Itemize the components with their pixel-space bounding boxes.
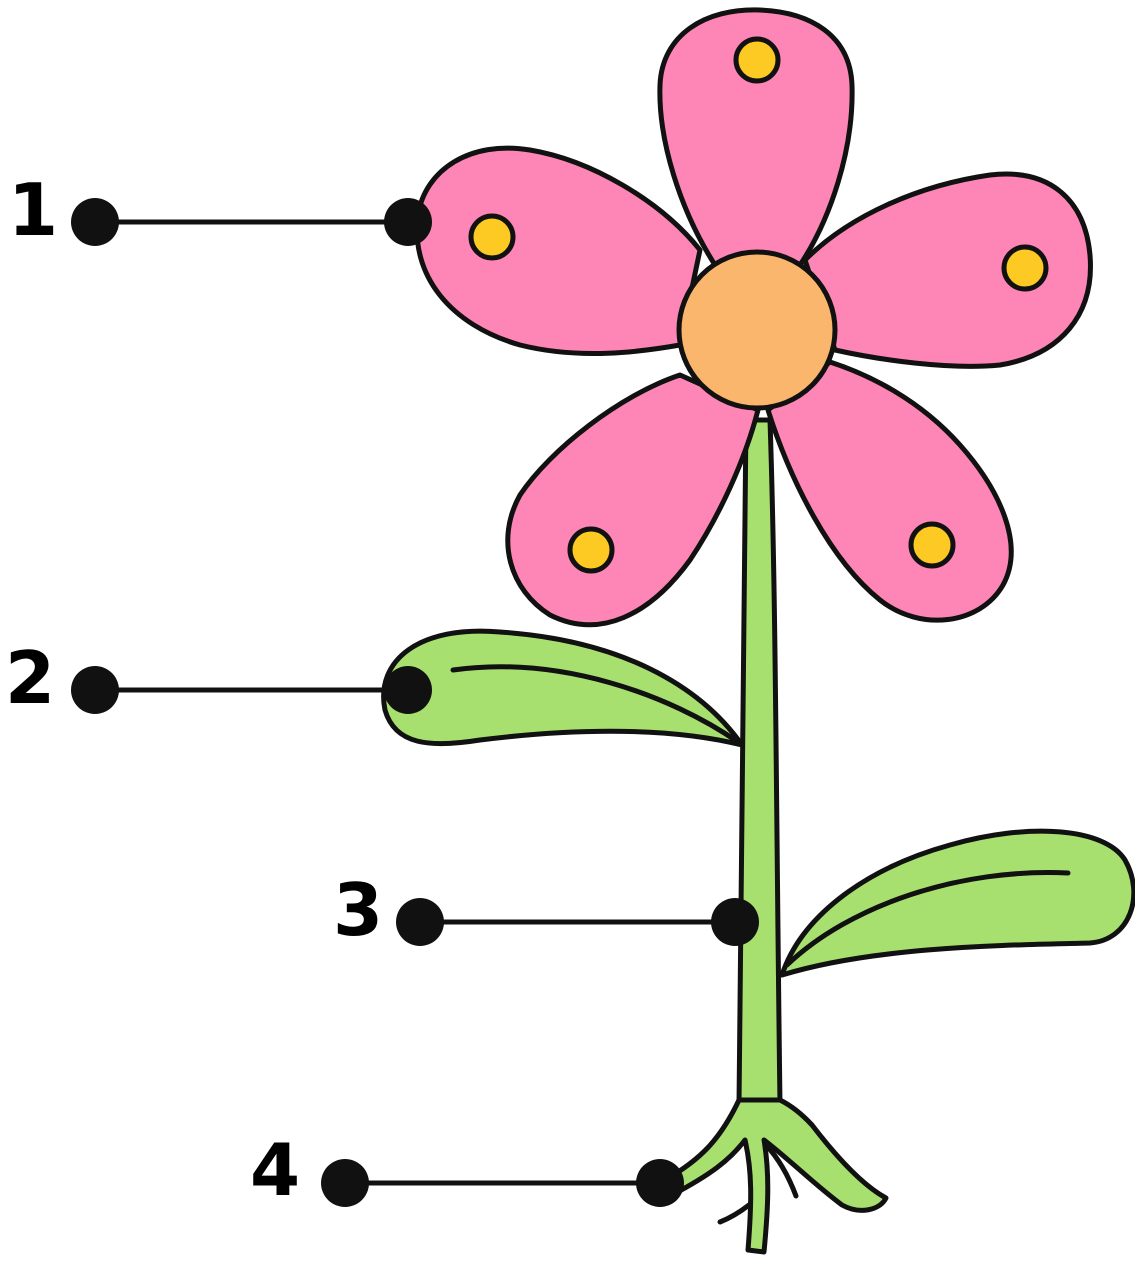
pointer-3: 3 (333, 868, 759, 952)
label-3: 3 (333, 868, 383, 952)
lower-leaf (782, 831, 1134, 975)
pointer-4: 4 (250, 1128, 684, 1212)
pointer-2: 2 (5, 636, 432, 720)
flower-center (679, 252, 835, 408)
label-4: 4 (250, 1128, 300, 1212)
petal-bottom-right (768, 362, 1011, 620)
petal-left (417, 148, 700, 353)
upper-leaf (384, 631, 742, 745)
roots (665, 1100, 886, 1252)
label-1: 1 (8, 168, 58, 252)
petal-bottom-left (508, 375, 758, 625)
pointer-1: 1 (8, 168, 432, 252)
label-2: 2 (5, 636, 55, 720)
stem (739, 420, 780, 1105)
